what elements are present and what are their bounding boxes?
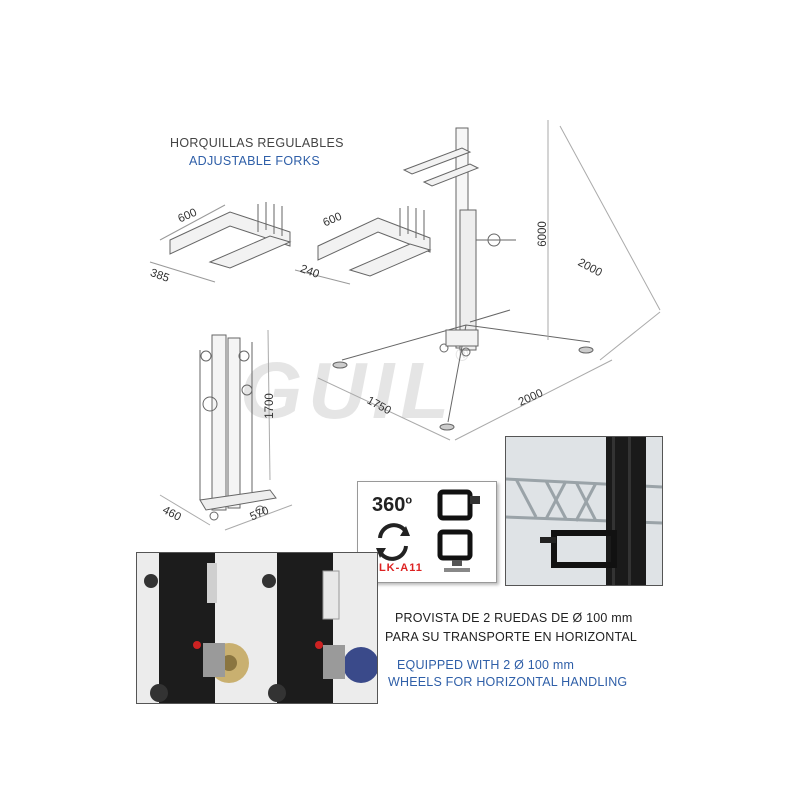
forks-title-en: ADJUSTABLE FORKS bbox=[189, 154, 320, 168]
degree-symbol: o bbox=[405, 494, 413, 507]
rotation-label: 360o bbox=[372, 494, 412, 517]
model-label: ULK-A11 bbox=[370, 562, 423, 574]
wheels-caption-es-2: PARA SU TRANSPORTE EN HORIZONTAL bbox=[385, 630, 638, 644]
lift-height-label: 6000 bbox=[536, 221, 549, 247]
fork-a-drawing bbox=[149, 202, 292, 283]
wheels-caption-es-1: PROVISTA DE 2 RUEDAS DE Ø 100 mm bbox=[395, 611, 633, 625]
fork-b-drawing bbox=[294, 206, 432, 285]
truss-clamp-photo bbox=[505, 436, 663, 586]
lift-folded-drawing bbox=[199, 334, 277, 521]
rotation-value: 360 bbox=[372, 494, 406, 516]
accessory-360-box: 360o ULK-A11 bbox=[357, 481, 497, 583]
wheels-caption-en-1: EQUIPPED WITH 2 Ø 100 mm bbox=[397, 658, 575, 672]
lift-extended-dimensions bbox=[317, 120, 661, 441]
rotate-arrows-icon bbox=[376, 489, 480, 572]
lift-extended-drawing bbox=[332, 127, 594, 431]
forks-title-es: HORQUILLAS REGULABLES bbox=[170, 136, 344, 150]
wheels-caption-en-2: WHEELS FOR HORIZONTAL HANDLING bbox=[388, 675, 628, 689]
lift-folded-dimensions bbox=[159, 329, 293, 531]
folded-height-label: 1700 bbox=[263, 393, 276, 419]
wheels-photo bbox=[136, 552, 378, 704]
